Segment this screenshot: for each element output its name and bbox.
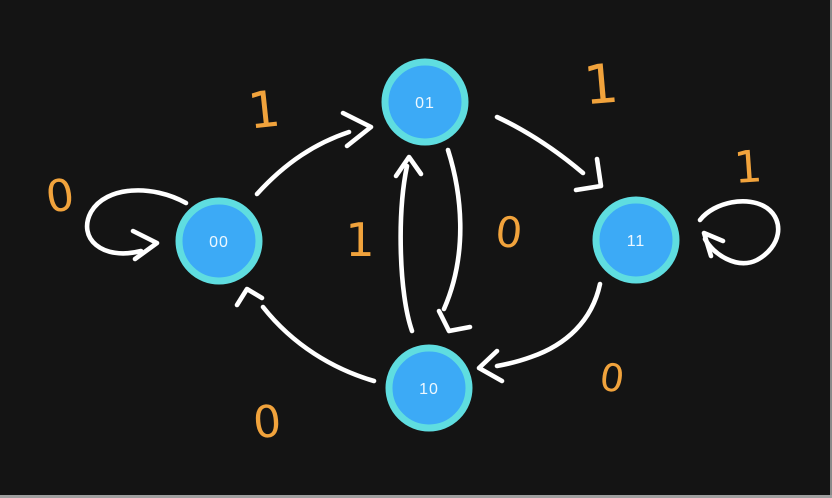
state-label-01: 01 bbox=[415, 95, 435, 112]
edge-11-self-loop-path[interactable] bbox=[697, 199, 781, 266]
edge-11-self-loop-arrowhead-icon bbox=[701, 230, 726, 259]
edge-00-to-01-path[interactable] bbox=[254, 129, 352, 197]
window-edge-right bbox=[830, 0, 832, 498]
state-circle-11[interactable] bbox=[592, 196, 680, 284]
state-node-11[interactable]: 11 bbox=[592, 196, 680, 284]
edge-10-to-01[interactable] bbox=[393, 154, 424, 334]
edge-01-to-10-arrowhead-icon bbox=[436, 308, 473, 334]
edge-01-to-11-path[interactable] bbox=[494, 114, 586, 176]
edge-label-10-to-00[interactable]: 0 bbox=[251, 396, 283, 449]
state-label-00: 00 bbox=[209, 234, 229, 251]
edge-01-to-10[interactable] bbox=[436, 147, 473, 334]
state-circle-10[interactable] bbox=[385, 344, 473, 432]
edge-10-to-01-path[interactable] bbox=[398, 163, 415, 334]
state-label-10: 10 bbox=[419, 381, 439, 398]
edge-label-11-self[interactable]: 1 bbox=[732, 141, 763, 194]
edge-00-self-loop-path[interactable] bbox=[84, 188, 189, 256]
edge-01-to-11-arrowhead-icon bbox=[573, 156, 604, 193]
state-node-00[interactable]: 00 bbox=[175, 197, 263, 285]
edge-label-01-to-11[interactable]: 1 bbox=[581, 52, 621, 118]
state-circle-00[interactable] bbox=[175, 197, 263, 285]
edge-11-to-10-arrowhead-icon bbox=[476, 348, 505, 384]
state-circle-01[interactable] bbox=[381, 58, 469, 146]
nodes-group: 00 01 11 10 bbox=[175, 58, 680, 432]
edge-label-01-to-10[interactable]: 0 bbox=[493, 207, 525, 259]
edge-00-to-01-arrowhead-icon bbox=[340, 110, 374, 149]
nodes-ring-group: 00 01 11 10 bbox=[175, 58, 680, 432]
edge-00-to-01[interactable] bbox=[254, 110, 374, 197]
edges-group bbox=[84, 110, 781, 384]
edge-10-to-00-arrowhead-icon bbox=[234, 286, 265, 308]
edge-11-to-10-path[interactable] bbox=[494, 281, 603, 369]
edge-01-to-11[interactable] bbox=[494, 114, 604, 193]
edge-labels-group: 0 1 1 0 1 1 0 0 bbox=[43, 52, 764, 449]
edge-label-10-to-01[interactable]: 1 bbox=[345, 213, 374, 267]
edge-10-to-01-arrowhead-icon bbox=[393, 154, 424, 179]
edge-10-to-00[interactable] bbox=[234, 286, 377, 384]
state-node-01[interactable]: 01 bbox=[381, 58, 469, 146]
edge-00-self-loop-arrowhead-icon bbox=[130, 228, 160, 262]
edge-label-00-to-01[interactable]: 1 bbox=[245, 79, 283, 140]
edge-label-11-to-10[interactable]: 0 bbox=[597, 355, 627, 402]
window-edge-bottom bbox=[0, 495, 832, 498]
state-node-10[interactable]: 10 bbox=[385, 344, 473, 432]
edge-11-self-loop[interactable] bbox=[697, 199, 781, 266]
edge-11-to-10[interactable] bbox=[476, 281, 603, 384]
state-label-11: 11 bbox=[627, 233, 646, 250]
edge-00-self-loop[interactable] bbox=[84, 188, 189, 262]
edge-10-to-00-path[interactable] bbox=[260, 304, 377, 384]
edge-01-to-10-path[interactable] bbox=[441, 147, 463, 312]
edge-label-00-self[interactable]: 0 bbox=[43, 169, 78, 223]
